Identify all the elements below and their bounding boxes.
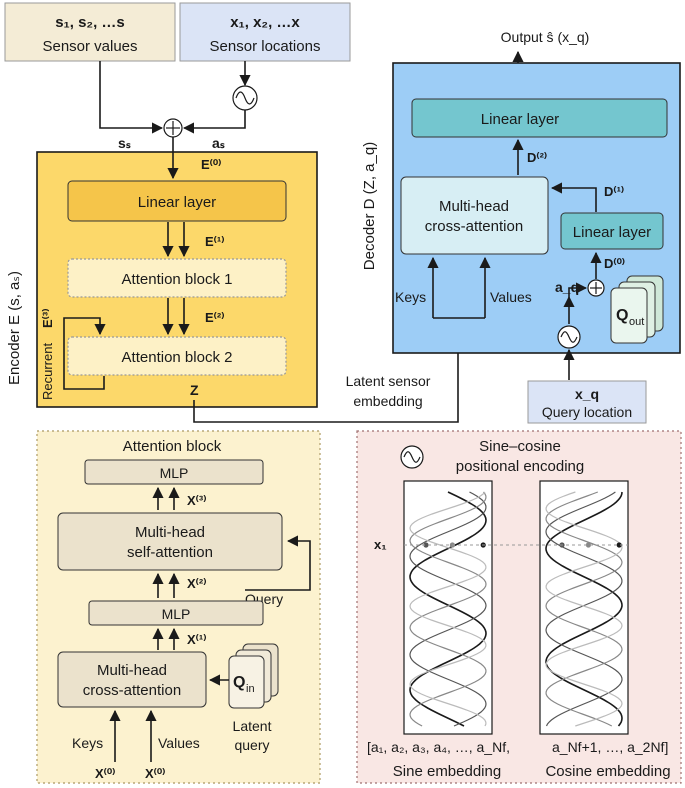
decoder-values-label: Values (490, 289, 532, 305)
embedding-wave (545, 491, 623, 727)
svg-text:MLP: MLP (160, 465, 189, 481)
encoder-title: Encoder E (s, aₛ) (6, 271, 23, 385)
embedding-wave (409, 491, 487, 727)
embedding-wave (409, 491, 487, 727)
e2-label: E⁽²⁾ (205, 310, 224, 325)
decoder-linear-layer-small: Linear layer (560, 212, 664, 250)
x1-sample-point (616, 542, 622, 548)
sensor-locations-box: x₁, x₂, …x Sensor locations (179, 2, 351, 62)
sensor-locations-label: Sensor locations (210, 38, 321, 55)
encoding-title-1: Sine–cosine (479, 438, 561, 455)
embedding-wave (545, 491, 623, 727)
encoding-title-2: positional encoding (456, 458, 584, 475)
d1-label: D⁽¹⁾ (604, 184, 624, 199)
latent-label-1: Latent sensor (346, 373, 431, 389)
d2-label: D⁽²⁾ (527, 150, 547, 165)
query-arrow (245, 535, 311, 591)
sine-range-label: [a₁, a₂, a₃, a₄, …, a_Nf, (367, 739, 510, 755)
decoder-positional-encoding-icon (557, 325, 581, 349)
a-s-label: aₛ (212, 135, 225, 151)
svg-text:Attention block 2: Attention block 2 (122, 349, 233, 366)
svg-text:Linear layer: Linear layer (481, 111, 559, 128)
sine-embedding-plot (403, 480, 493, 735)
svg-text:self-attention: self-attention (127, 544, 213, 561)
svg-text:cross-attention: cross-attention (83, 682, 181, 699)
q-in-stack: Q in (228, 643, 279, 709)
decoder-cross-attention: Multi-head cross-attention (400, 176, 549, 255)
cosine-range-label: a_Nf+1, …, a_2Nf] (552, 739, 668, 755)
latent-query-1: Latent (233, 718, 272, 734)
attention-block-1: Attention block 1 (67, 258, 287, 298)
q-out-label: Q (616, 307, 628, 324)
add-icon (163, 118, 183, 138)
cosine-embedding-plot (539, 480, 629, 735)
latent-label-2: embedding (353, 393, 422, 409)
z-label: Z (190, 382, 199, 398)
svg-text:Multi-head: Multi-head (97, 662, 167, 679)
attention-block-title: Attention block (123, 438, 222, 455)
x1-sample-point (585, 542, 592, 548)
self-attention-box: Multi-head self-attention (57, 512, 283, 571)
sensor-values-box: s₁, s₂, …s Sensor values (4, 2, 176, 62)
svg-text:Multi-head: Multi-head (135, 524, 205, 541)
latent-query-2: query (234, 737, 269, 753)
decoder-keys-label: Keys (395, 289, 426, 305)
sine-cosine-icon (400, 445, 424, 469)
x2-label: X⁽²⁾ (187, 576, 206, 591)
q-out-sub: out (629, 316, 644, 328)
q-in-sub: in (246, 683, 255, 695)
sensor-locations-arrow (182, 110, 246, 134)
block-values-label: Values (158, 735, 200, 751)
sensor-values-label: Sensor values (42, 38, 137, 55)
sine-embedding-label: Sine embedding (393, 763, 501, 780)
e3-label: E⁽³⁾ (40, 309, 55, 328)
x1-label: X⁽¹⁾ (187, 632, 206, 647)
sensor-locations-math: x₁, x₂, …x (230, 14, 300, 31)
x0-right-label: X⁽⁰⁾ (145, 766, 165, 781)
decoder-title: Decoder D (Z, a_q) (361, 142, 378, 270)
svg-text:Linear layer: Linear layer (573, 224, 651, 241)
recurrent-label: Recurrent (40, 343, 55, 400)
encoder-linear-layer: Linear layer (67, 180, 287, 222)
decoder-linear-layer-top: Linear layer (411, 98, 668, 138)
output-label: Output ŝ (x_q) (501, 29, 590, 45)
query-location-box: x_q Query location (527, 380, 647, 424)
embedding-wave (545, 491, 623, 727)
x-q-label: x_q (575, 386, 599, 402)
sensor-values-arrow (99, 61, 164, 134)
sensor-values-math: s₁, s₂, …s (55, 14, 125, 31)
embedding-wave (409, 491, 487, 727)
svg-text:Linear layer: Linear layer (138, 194, 216, 211)
mlp-top: MLP (84, 459, 264, 485)
cosine-embedding-label: Cosine embedding (545, 763, 670, 780)
query-location-label: Query location (542, 404, 632, 420)
positional-encoding-icon (232, 61, 258, 111)
s-s-label: sₛ (118, 135, 131, 151)
e0-label: E⁽⁰⁾ (201, 157, 221, 172)
a-q-label: a_q (555, 279, 579, 295)
encoding-x1-label: x₁ (374, 537, 387, 552)
svg-text:cross-attention: cross-attention (425, 218, 523, 235)
x1-sample-point (423, 542, 429, 548)
block-cross-attention-box: Multi-head cross-attention (57, 651, 207, 708)
e1-label: E⁽¹⁾ (205, 234, 224, 249)
decoder-add-icon (587, 279, 605, 297)
x0-left-label: X⁽⁰⁾ (95, 766, 115, 781)
block-keys-label: Keys (72, 735, 103, 751)
svg-text:Attention block 1: Attention block 1 (122, 271, 233, 288)
attention-block-2: Attention block 2 (67, 336, 287, 376)
q-out-stack: Q out (610, 275, 664, 344)
d0-label: D⁽⁰⁾ (604, 256, 625, 271)
svg-text:MLP: MLP (162, 606, 191, 622)
embedding-wave (545, 491, 623, 727)
x3-label: X⁽³⁾ (187, 493, 206, 508)
svg-text:Multi-head: Multi-head (439, 198, 509, 215)
mlp-mid: MLP (88, 600, 264, 626)
recurrent-loop (63, 317, 106, 390)
q-in-label: Q (233, 674, 245, 691)
